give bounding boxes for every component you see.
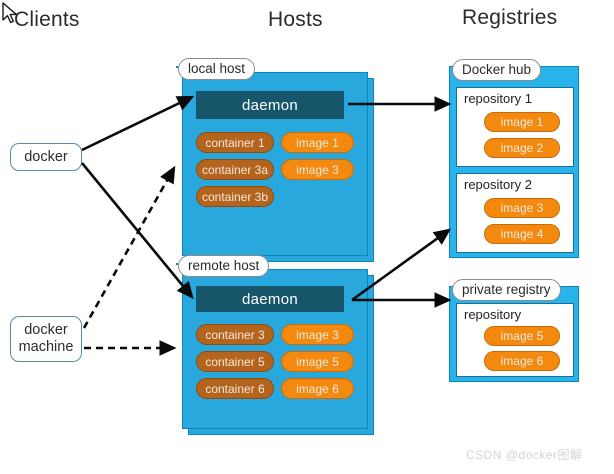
host-local-daemon[interactable]: daemon: [196, 91, 344, 119]
image-chip[interactable]: image 4: [484, 224, 560, 244]
image-chip[interactable]: image 1: [484, 112, 560, 132]
host-remote-tab-label[interactable]: remote host: [178, 255, 270, 277]
container-chip[interactable]: container 3b: [196, 186, 274, 207]
repository-box[interactable]: repository image 5 image 6: [456, 303, 574, 377]
image-chip[interactable]: image 6: [281, 378, 354, 399]
registry-docker-hub-tab-label[interactable]: Docker hub: [452, 59, 542, 81]
repository-title: repository: [464, 307, 522, 322]
watermark: CSDN @docker图解: [466, 448, 583, 462]
image-chip[interactable]: image 3: [281, 159, 354, 180]
image-chip[interactable]: image 6: [484, 351, 560, 371]
image-chip[interactable]: image 1: [281, 132, 354, 153]
container-chip[interactable]: container 3a: [196, 159, 274, 180]
container-chip[interactable]: container 5: [196, 351, 274, 372]
repository-box[interactable]: repository 2 image 3 image 4: [456, 173, 574, 253]
registry-private[interactable]: repository image 5 image 6: [449, 286, 579, 382]
mouse-cursor-icon: [2, 2, 17, 24]
registry-private-tab-label[interactable]: private registry: [452, 279, 561, 301]
container-chip[interactable]: container 3: [196, 324, 274, 345]
host-remote-daemon[interactable]: daemon: [196, 286, 344, 312]
client-docker-label: docker: [24, 148, 68, 165]
image-chip[interactable]: image 3: [281, 324, 354, 345]
client-box-docker-machine[interactable]: docker machine: [10, 316, 82, 362]
client-docker-machine-label-line2: machine: [18, 339, 74, 355]
repository-title: repository 2: [464, 177, 532, 192]
column-title-clients: Clients: [14, 8, 80, 31]
container-chip[interactable]: container 6: [196, 378, 274, 399]
image-chip[interactable]: image 2: [484, 138, 560, 158]
image-chip[interactable]: image 5: [281, 351, 354, 372]
client-box-docker[interactable]: docker: [10, 143, 82, 171]
host-local-tab-label[interactable]: local host: [178, 58, 256, 80]
host-remote[interactable]: daemon container 3 container 5 container…: [176, 263, 374, 435]
column-title-hosts: Hosts: [268, 8, 323, 31]
registry-docker-hub[interactable]: repository 1 image 1 image 2 repository …: [449, 66, 579, 258]
repository-title: repository 1: [464, 91, 532, 106]
host-local-panel: daemon container 1 container 3a containe…: [176, 66, 354, 207]
repository-box[interactable]: repository 1 image 1 image 2: [456, 87, 574, 167]
image-chip[interactable]: image 3: [484, 198, 560, 218]
host-remote-panel: daemon container 3 container 5 container…: [176, 263, 354, 399]
container-chip[interactable]: container 1: [196, 132, 274, 153]
arrow-docker-machine-to-local-host: [82, 165, 176, 329]
column-title-registries: Registries: [462, 6, 558, 29]
image-chip[interactable]: image 5: [484, 326, 560, 346]
client-docker-machine-label-line1: docker: [24, 322, 68, 339]
host-local[interactable]: daemon container 1 container 3a containe…: [176, 66, 374, 262]
